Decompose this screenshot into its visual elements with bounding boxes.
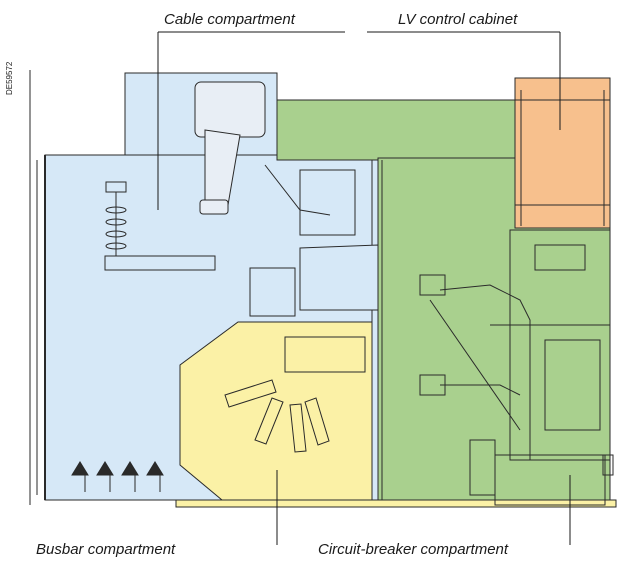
busbar-bar [104, 255, 216, 271]
cable-terminal [194, 81, 266, 215]
lv-cabinet-region [514, 77, 611, 229]
insulator [105, 181, 127, 265]
busbar-connectors [224, 336, 366, 453]
lv-top-region [276, 99, 521, 161]
drawing-code: DE59572 [5, 61, 14, 95]
breaker-drawout [419, 244, 614, 506]
label-circuit-breaker-compartment: Circuit-breaker compartment [318, 541, 509, 558]
label-lv-control-cabinet: LV control cabinet [398, 11, 518, 28]
cable-glands [71, 461, 164, 492]
label-cable-compartment: Cable compartment [164, 11, 295, 28]
leader-lines [157, 31, 571, 545]
label-busbar-compartment: Busbar compartment [36, 541, 176, 558]
shutter-assembly [238, 164, 379, 323]
